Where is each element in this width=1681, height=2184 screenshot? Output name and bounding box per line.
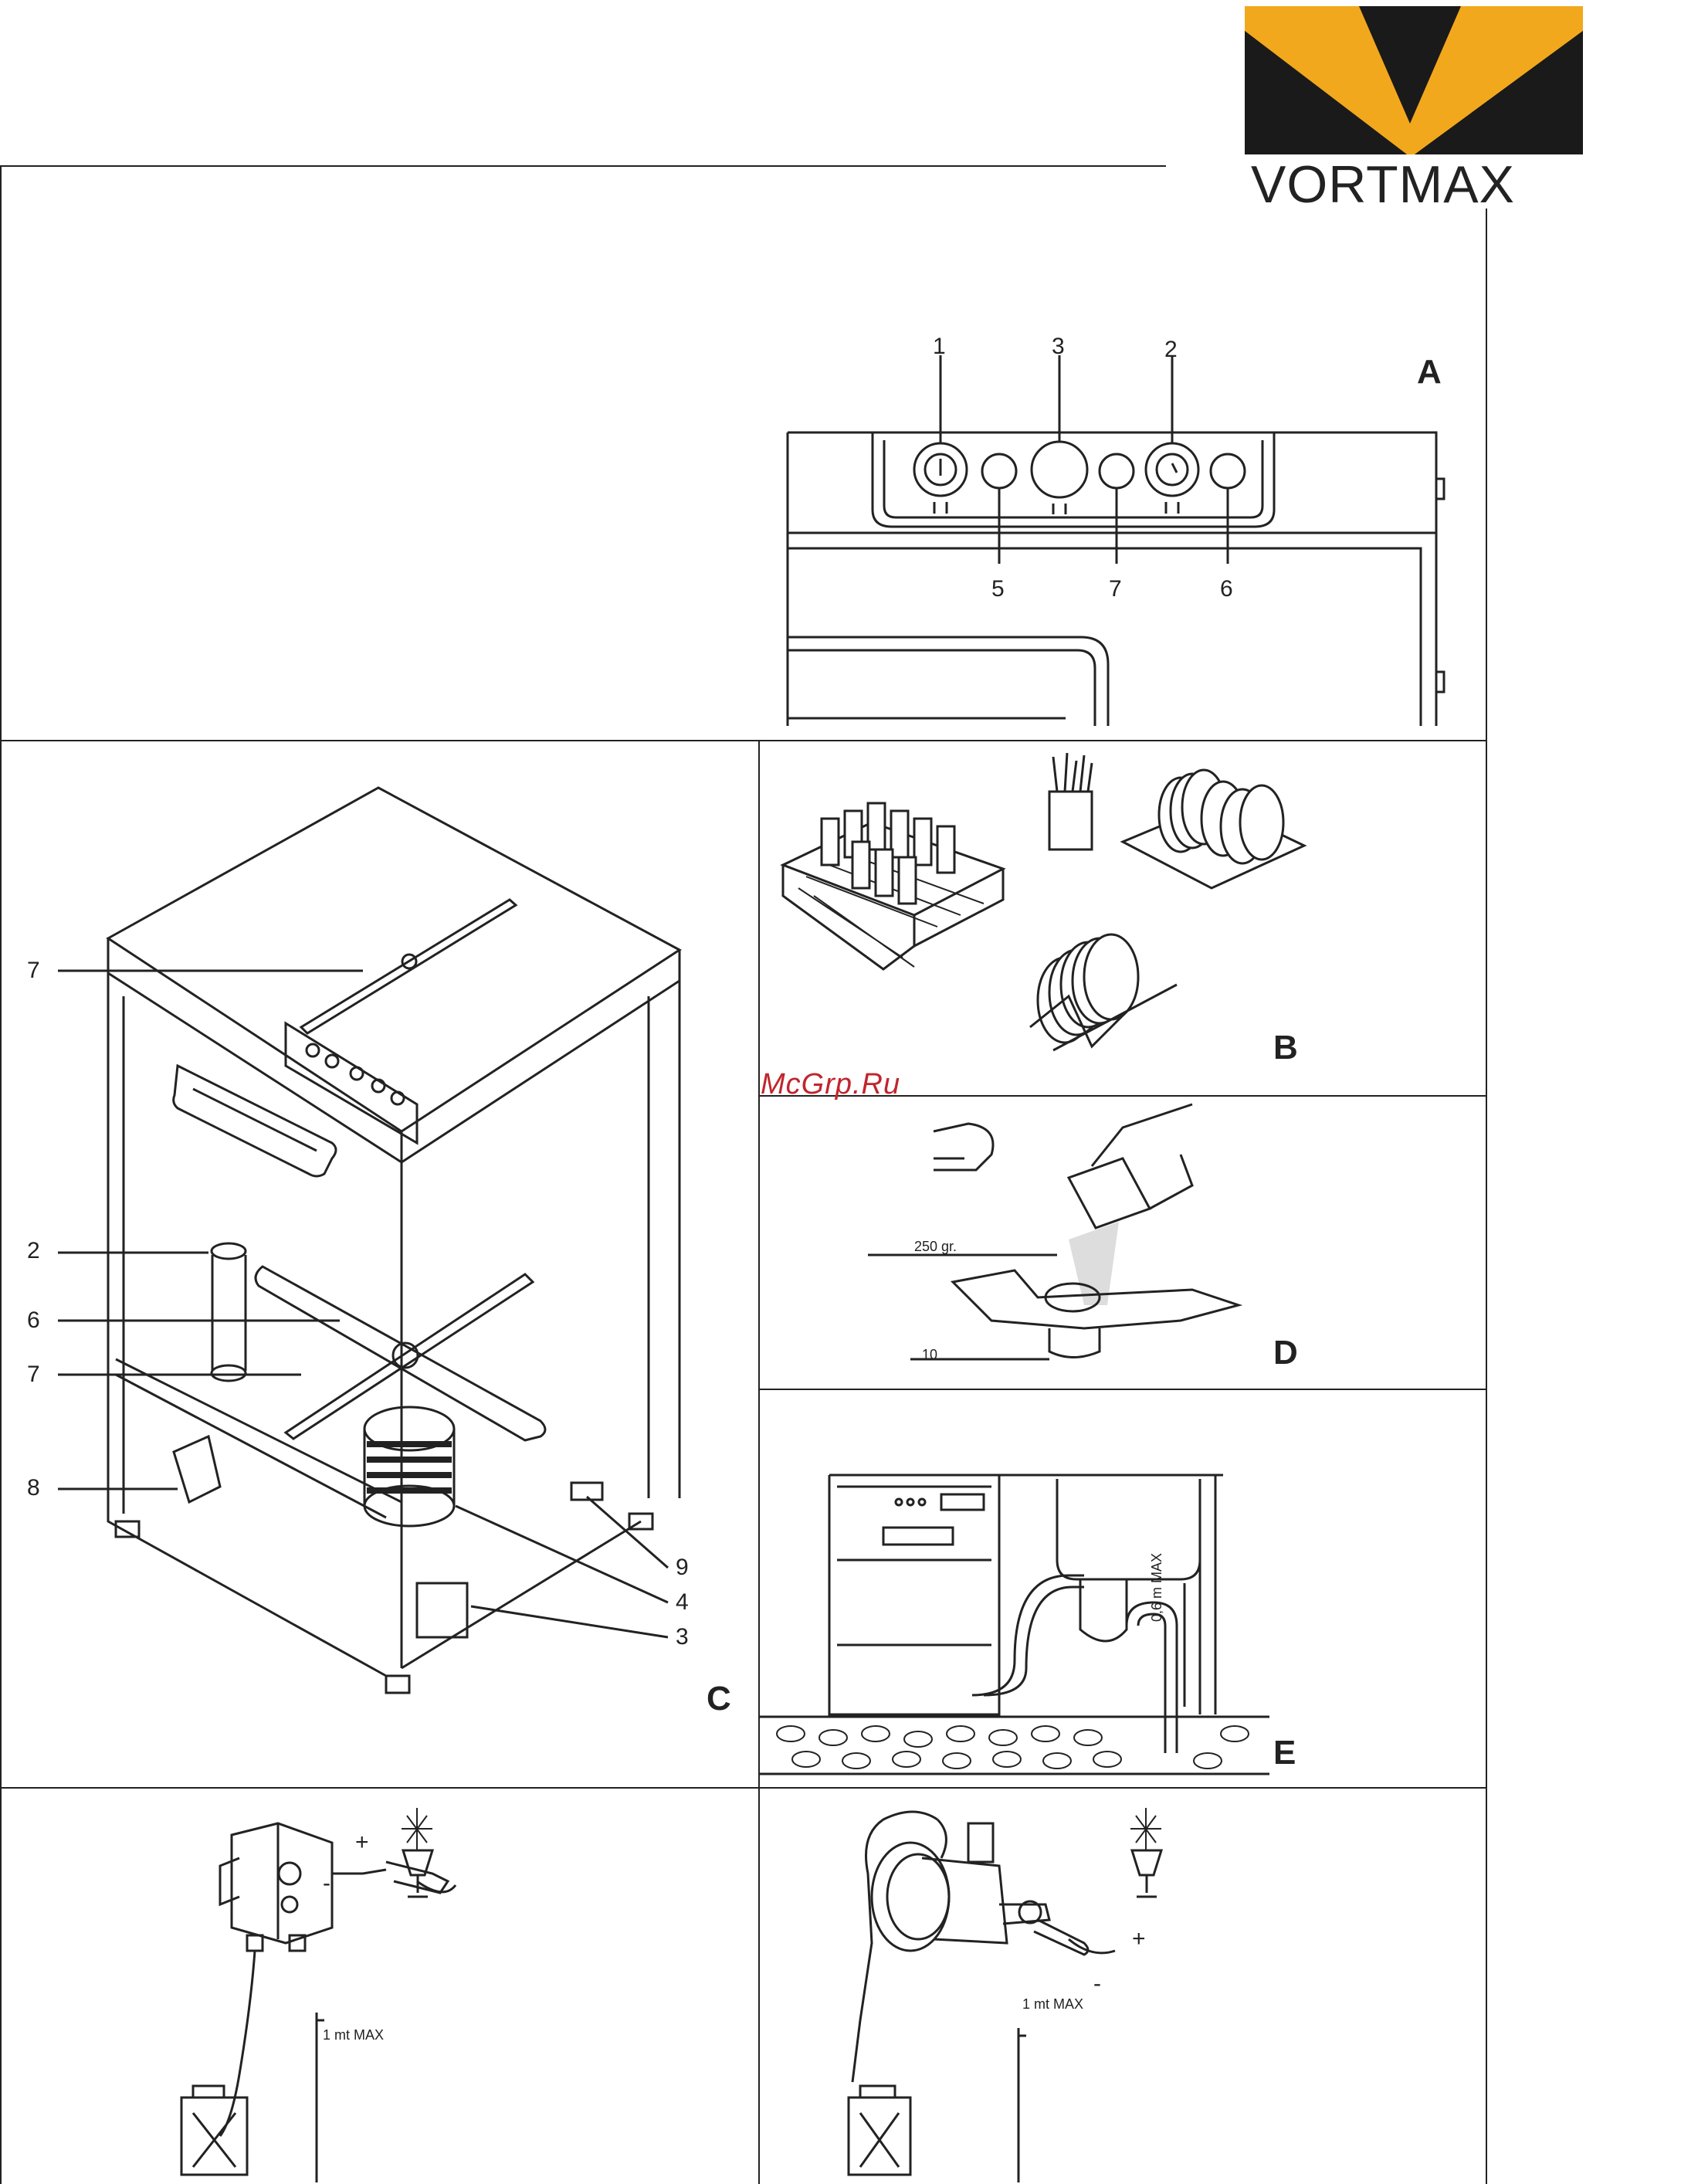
figure-rinse-pump: + - 1 mt MAX xyxy=(760,1789,1486,2184)
figure-b: B xyxy=(760,741,1486,1095)
callout-c-7-bottom: 7 xyxy=(27,1363,40,1386)
callout-c-8: 8 xyxy=(27,1477,40,1500)
detergent-plus-label: + xyxy=(355,1831,369,1854)
rinse-height-label: 1 mt MAX xyxy=(1022,1997,1083,2011)
detergent-pump-drawing xyxy=(0,1789,758,2184)
logo-mark xyxy=(1235,0,1591,154)
frame-right-line xyxy=(1486,209,1487,2184)
figure-c: 7 2 6 7 8 9 4 3 C xyxy=(0,741,758,1787)
callout-1: 1 xyxy=(933,335,946,358)
detergent-minus-label: - xyxy=(323,1872,330,1895)
callout-c-6: 6 xyxy=(27,1309,40,1332)
callout-d-10: 10 xyxy=(922,1348,937,1362)
figure-letter-c: C xyxy=(707,1682,731,1716)
callout-5: 5 xyxy=(991,578,1005,601)
control-panel-drawing xyxy=(772,332,1452,734)
callout-c-4: 4 xyxy=(676,1591,689,1614)
detergent-height-label: 1 mt MAX xyxy=(323,2028,384,2042)
salt-drawing xyxy=(760,1097,1486,1389)
dishwasher-drawing xyxy=(0,741,758,1787)
callout-c-2: 2 xyxy=(27,1240,40,1263)
figure-letter-d: D xyxy=(1273,1336,1298,1370)
figure-detergent-pump: + - 1 mt MAX xyxy=(0,1789,758,2184)
frame-top-line xyxy=(0,165,1166,167)
figure-e: 0,6 m MAX E xyxy=(760,1390,1486,1787)
callout-c-3: 3 xyxy=(676,1626,689,1649)
figure-letter-a: A xyxy=(1417,355,1442,389)
drain-height-label: 0,6 m MAX xyxy=(1150,1553,1164,1622)
callout-c-9: 9 xyxy=(676,1556,689,1579)
callout-7: 7 xyxy=(1109,578,1122,601)
figure-letter-b: B xyxy=(1273,1031,1298,1065)
figure-a: 1 3 2 5 7 6 A xyxy=(772,332,1467,734)
rinse-plus-label: + xyxy=(1132,1928,1146,1951)
figure-letter-e: E xyxy=(1273,1736,1296,1770)
callout-6: 6 xyxy=(1220,578,1233,601)
callout-2: 2 xyxy=(1164,338,1178,361)
racks-drawing xyxy=(760,741,1486,1095)
callout-c-7-top: 7 xyxy=(27,959,40,982)
watermark-text: McGrp.Ru xyxy=(761,1070,900,1099)
figure-d: 250 gr. 10 D xyxy=(760,1097,1486,1389)
callout-3: 3 xyxy=(1052,335,1065,358)
salt-amount-label: 250 gr. xyxy=(914,1240,957,1253)
rinse-minus-label: - xyxy=(1093,1972,1101,1996)
brand-logo: VORTMAX xyxy=(1235,0,1591,209)
logo-wordmark: VORTMAX xyxy=(1251,158,1515,211)
rinse-pump-drawing xyxy=(760,1789,1486,2184)
drain-drawing xyxy=(760,1390,1486,1787)
